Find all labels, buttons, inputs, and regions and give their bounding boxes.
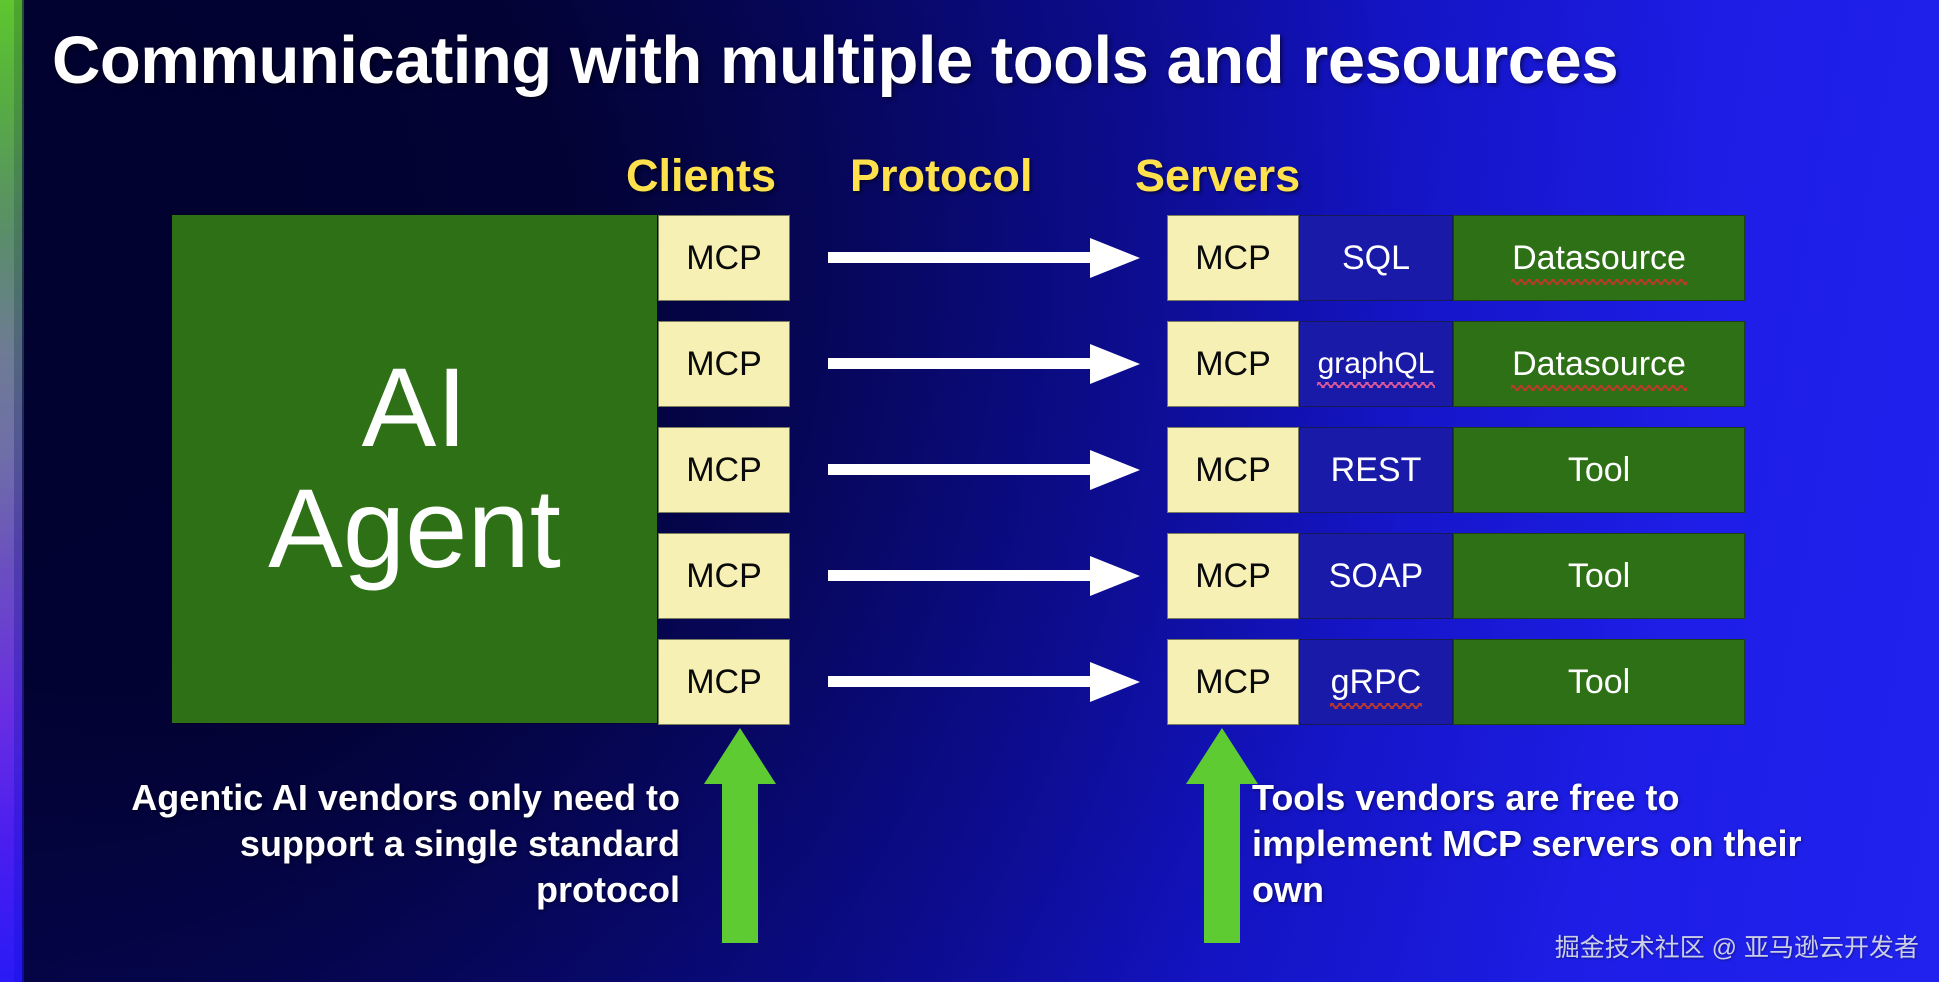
server-resource-label: Tool (1567, 556, 1631, 595)
server-resource-box[interactable]: Datasource (1453, 321, 1745, 407)
client-mcp-label: MCP (686, 662, 762, 701)
column-header-servers: Servers (1135, 150, 1301, 201)
server-mcp-label: MCP (1195, 556, 1271, 595)
protocol-arrow-icon (828, 533, 1140, 619)
server-protocol-box[interactable]: graphQL (1299, 321, 1453, 407)
up-arrow-clients-icon (704, 728, 776, 943)
client-mcp-box[interactable]: MCP (658, 427, 790, 513)
client-mcp-box[interactable]: MCP (658, 639, 790, 725)
server-mcp-label: MCP (1195, 344, 1271, 383)
protocol-arrow-icon (828, 321, 1140, 407)
server-protocol-label: SOAP (1328, 556, 1424, 595)
server-protocol-label: SQL (1341, 238, 1411, 277)
up-arrow-servers-icon (1186, 728, 1258, 943)
column-header-protocol: Protocol (850, 150, 1033, 201)
server-resource-label: Datasource (1511, 344, 1687, 391)
server-resource-label: Datasource (1511, 238, 1687, 285)
server-protocol-label: gRPC (1329, 662, 1423, 709)
server-resource-box[interactable]: Tool (1453, 427, 1745, 513)
server-mcp-box[interactable]: MCP (1167, 427, 1299, 513)
connection-row: MCP MCP REST Tool (0, 427, 1939, 513)
server-protocol-box[interactable]: SOAP (1299, 533, 1453, 619)
caption-clients: Agentic AI vendors only need to support … (131, 777, 680, 911)
server-protocol-label: graphQL (1316, 347, 1436, 388)
server-protocol-box[interactable]: SQL (1299, 215, 1453, 301)
left-accent-strip-inner (14, 0, 24, 982)
server-mcp-box[interactable]: MCP (1167, 533, 1299, 619)
watermark: 掘金技术社区 @ 亚马逊云开发者 (1554, 934, 1919, 962)
protocol-arrow-icon (828, 427, 1140, 513)
protocol-arrow-icon (828, 215, 1140, 301)
client-mcp-label: MCP (686, 556, 762, 595)
connection-row: MCP MCP SOAP Tool (0, 533, 1939, 619)
client-mcp-label: MCP (686, 238, 762, 277)
caption-servers: Tools vendors are free to implement MCP … (1252, 777, 1802, 911)
server-resource-box[interactable]: Datasource (1453, 215, 1745, 301)
ai-agent-label-line1: AI (361, 345, 468, 471)
server-mcp-label: MCP (1195, 450, 1271, 489)
client-mcp-label: MCP (686, 450, 762, 489)
server-resource-label: Tool (1567, 662, 1631, 701)
server-mcp-box[interactable]: MCP (1167, 215, 1299, 301)
client-mcp-box[interactable]: MCP (658, 215, 790, 301)
left-accent-strip (0, 0, 24, 982)
server-resource-box[interactable]: Tool (1453, 533, 1745, 619)
server-protocol-label: REST (1330, 450, 1422, 489)
server-protocol-box[interactable]: REST (1299, 427, 1453, 513)
client-mcp-box[interactable]: MCP (658, 533, 790, 619)
server-mcp-label: MCP (1195, 238, 1271, 277)
column-header-clients: Clients (626, 150, 777, 201)
client-mcp-label: MCP (686, 344, 762, 383)
connection-row: MCP MCP gRPC Tool (0, 639, 1939, 725)
client-mcp-box[interactable]: MCP (658, 321, 790, 407)
connection-row: MCP MCP graphQL Datasource (0, 321, 1939, 407)
protocol-arrow-icon (828, 639, 1140, 725)
ai-agent-label-line2: Agent (268, 466, 561, 591)
ai-agent-box: AI Agent (172, 215, 657, 723)
connection-row: MCP MCP SQL Datasource (0, 215, 1939, 301)
server-mcp-box[interactable]: MCP (1167, 639, 1299, 725)
server-mcp-label: MCP (1195, 662, 1271, 701)
server-resource-box[interactable]: Tool (1453, 639, 1745, 725)
page-title: Communicating with multiple tools and re… (52, 23, 1619, 98)
server-resource-label: Tool (1567, 450, 1631, 489)
server-protocol-box[interactable]: gRPC (1299, 639, 1453, 725)
server-mcp-box[interactable]: MCP (1167, 321, 1299, 407)
